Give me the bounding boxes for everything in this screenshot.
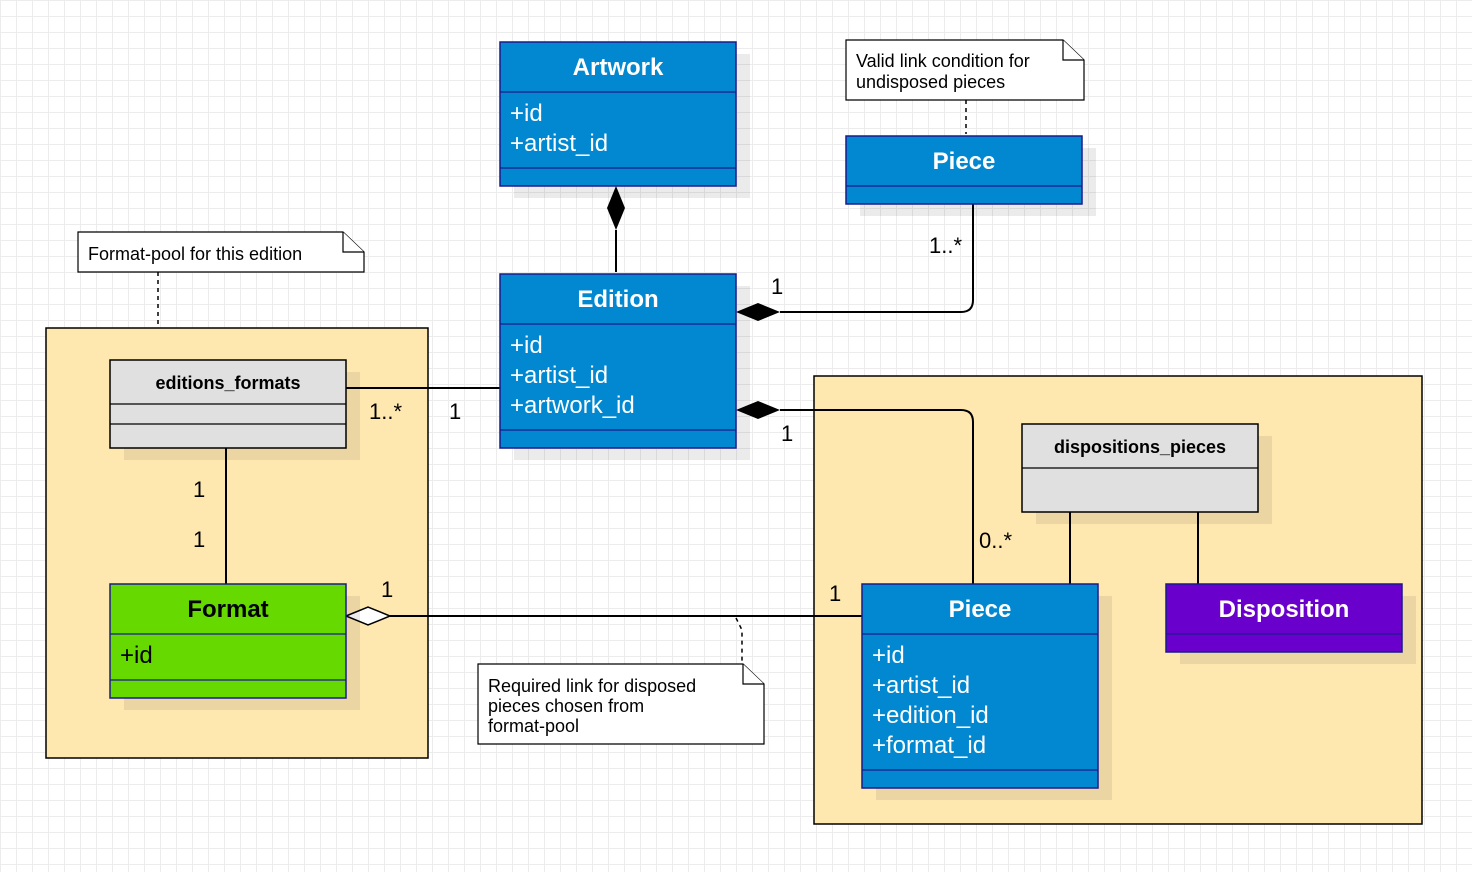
- mult-edition-to-editions-formats: 1: [449, 399, 461, 424]
- mult-piece-top-to-edition: 1..*: [929, 233, 962, 258]
- artwork-attr-artist-id: +artist_id: [510, 130, 608, 157]
- piece-attr-artist-id: +artist_id: [872, 672, 970, 699]
- note-valid-link[interactable]: Valid link condition for undisposed piec…: [845, 39, 1085, 101]
- format-title: Format: [187, 596, 268, 623]
- multiplicity-labels: 1..* 1 1..* 1 1 0..* 1 1 1 1: [193, 233, 1012, 606]
- mult-editions-formats-to-edition: 1..*: [369, 399, 402, 424]
- mult-piece-to-format: 1: [829, 581, 841, 606]
- dispositions-pieces-title: dispositions_pieces: [1054, 437, 1226, 457]
- disposition-title: Disposition: [1219, 596, 1350, 623]
- note-required-line-3: format-pool: [488, 716, 579, 736]
- entity-editions-formats[interactable]: editions_formats: [109, 359, 360, 460]
- connectors: [225, 186, 1199, 626]
- edition-attr-artwork-id: +artwork_id: [510, 392, 635, 419]
- artwork-attr-id: +id: [510, 100, 543, 127]
- piece-attr-format-id: +format_id: [872, 732, 986, 759]
- mult-piece-to-edition: 0..*: [979, 528, 1012, 553]
- entity-disposition[interactable]: Disposition: [1165, 583, 1416, 664]
- note-valid-line-1: Valid link condition for: [856, 51, 1030, 71]
- note-format-pool[interactable]: Format-pool for this edition: [77, 231, 365, 273]
- entity-piece[interactable]: Piece +id +artist_id +edition_id +format…: [861, 583, 1112, 800]
- entity-edition[interactable]: Edition +id +artist_id +artwork_id: [499, 273, 750, 460]
- aggregation-diamond-format: [344, 606, 392, 626]
- edge-piece-top-edition[interactable]: [780, 204, 974, 313]
- mult-editions-formats-to-format: 1: [193, 477, 205, 502]
- artwork-title: Artwork: [573, 54, 664, 81]
- entity-dispositions-pieces[interactable]: dispositions_pieces: [1021, 423, 1272, 524]
- note-required-link[interactable]: Required link for disposed pieces chosen…: [477, 663, 765, 745]
- note-valid-line-2: undisposed pieces: [856, 72, 1005, 92]
- piece-top-title: Piece: [933, 148, 996, 175]
- edition-attr-artist-id: +artist_id: [510, 362, 608, 389]
- note-required-line-1: Required link for disposed: [488, 676, 696, 696]
- note-format-pool-line-1: Format-pool for this edition: [88, 244, 302, 264]
- composition-diamond-artwork: [607, 186, 625, 230]
- entity-artwork[interactable]: Artwork +id +artist_id: [499, 41, 750, 198]
- note-link-required: [735, 617, 743, 664]
- edition-attr-id: +id: [510, 332, 543, 359]
- editions-formats-title: editions_formats: [155, 373, 300, 393]
- mult-edition-to-piece-top: 1: [771, 274, 783, 299]
- edition-title: Edition: [577, 286, 658, 313]
- piece-attr-id: +id: [872, 642, 905, 669]
- entity-format[interactable]: Format +id: [109, 583, 360, 710]
- piece-attr-edition-id: +edition_id: [872, 702, 989, 729]
- piece-title: Piece: [949, 596, 1012, 623]
- composition-diamond-edition-piece: [736, 401, 780, 419]
- format-attr-id: +id: [120, 642, 153, 669]
- mult-edition-to-piece: 1: [781, 421, 793, 446]
- entity-piece-top[interactable]: Piece: [845, 135, 1096, 216]
- mult-format-to-editions-formats: 1: [193, 527, 205, 552]
- composition-diamond-edition-top: [736, 303, 780, 321]
- mult-format-to-piece: 1: [381, 577, 393, 602]
- note-required-line-2: pieces chosen from: [488, 696, 644, 716]
- edge-edition-piece[interactable]: [780, 409, 974, 584]
